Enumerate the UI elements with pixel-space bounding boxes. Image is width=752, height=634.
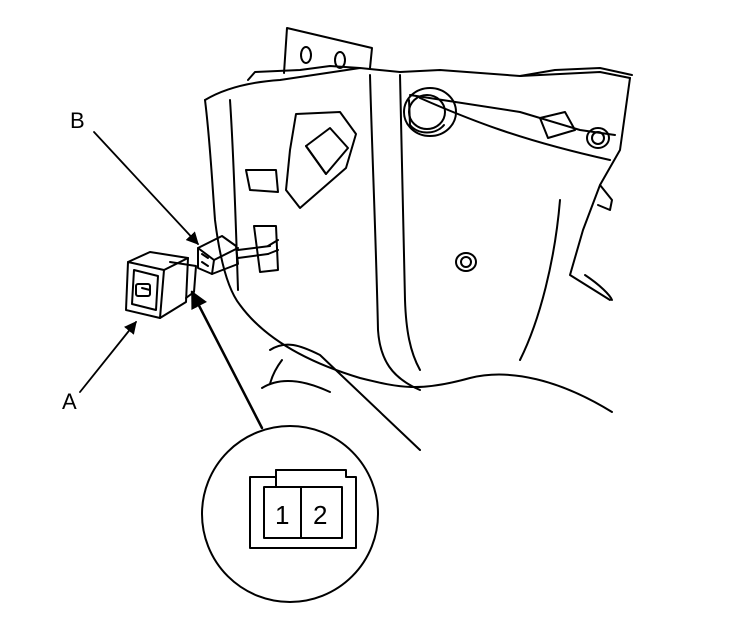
- detail-leader-line: [190, 290, 264, 430]
- mounting-bracket: [283, 27, 373, 74]
- callout-a-label: A: [62, 389, 77, 414]
- connector-face-detail: [201, 425, 379, 603]
- switch-mounting-hole: [253, 225, 279, 273]
- panel-top-edge: [204, 67, 631, 101]
- bracket-hole: [300, 46, 312, 64]
- panel-opening-upper: [285, 111, 357, 209]
- harness-connector: [197, 235, 279, 275]
- pin-2-label: 2: [313, 500, 327, 530]
- lower-ledge: [269, 343, 421, 451]
- callout-a-arrow: [79, 321, 137, 393]
- panel-slot: [245, 169, 279, 193]
- bracket-hole: [334, 51, 346, 69]
- panel-left-contour: [204, 99, 613, 413]
- dashboard-panel: [204, 27, 633, 451]
- panel-clip: [539, 111, 610, 149]
- callout-b-label: B: [70, 108, 85, 133]
- panel-nut: [455, 252, 477, 272]
- panel-top-edge-inner: [247, 65, 361, 81]
- callout-b-arrow: [93, 131, 199, 245]
- pin-1-label: 1: [275, 500, 289, 530]
- mounting-bolt: [403, 87, 457, 137]
- switch-assembly: [125, 251, 197, 319]
